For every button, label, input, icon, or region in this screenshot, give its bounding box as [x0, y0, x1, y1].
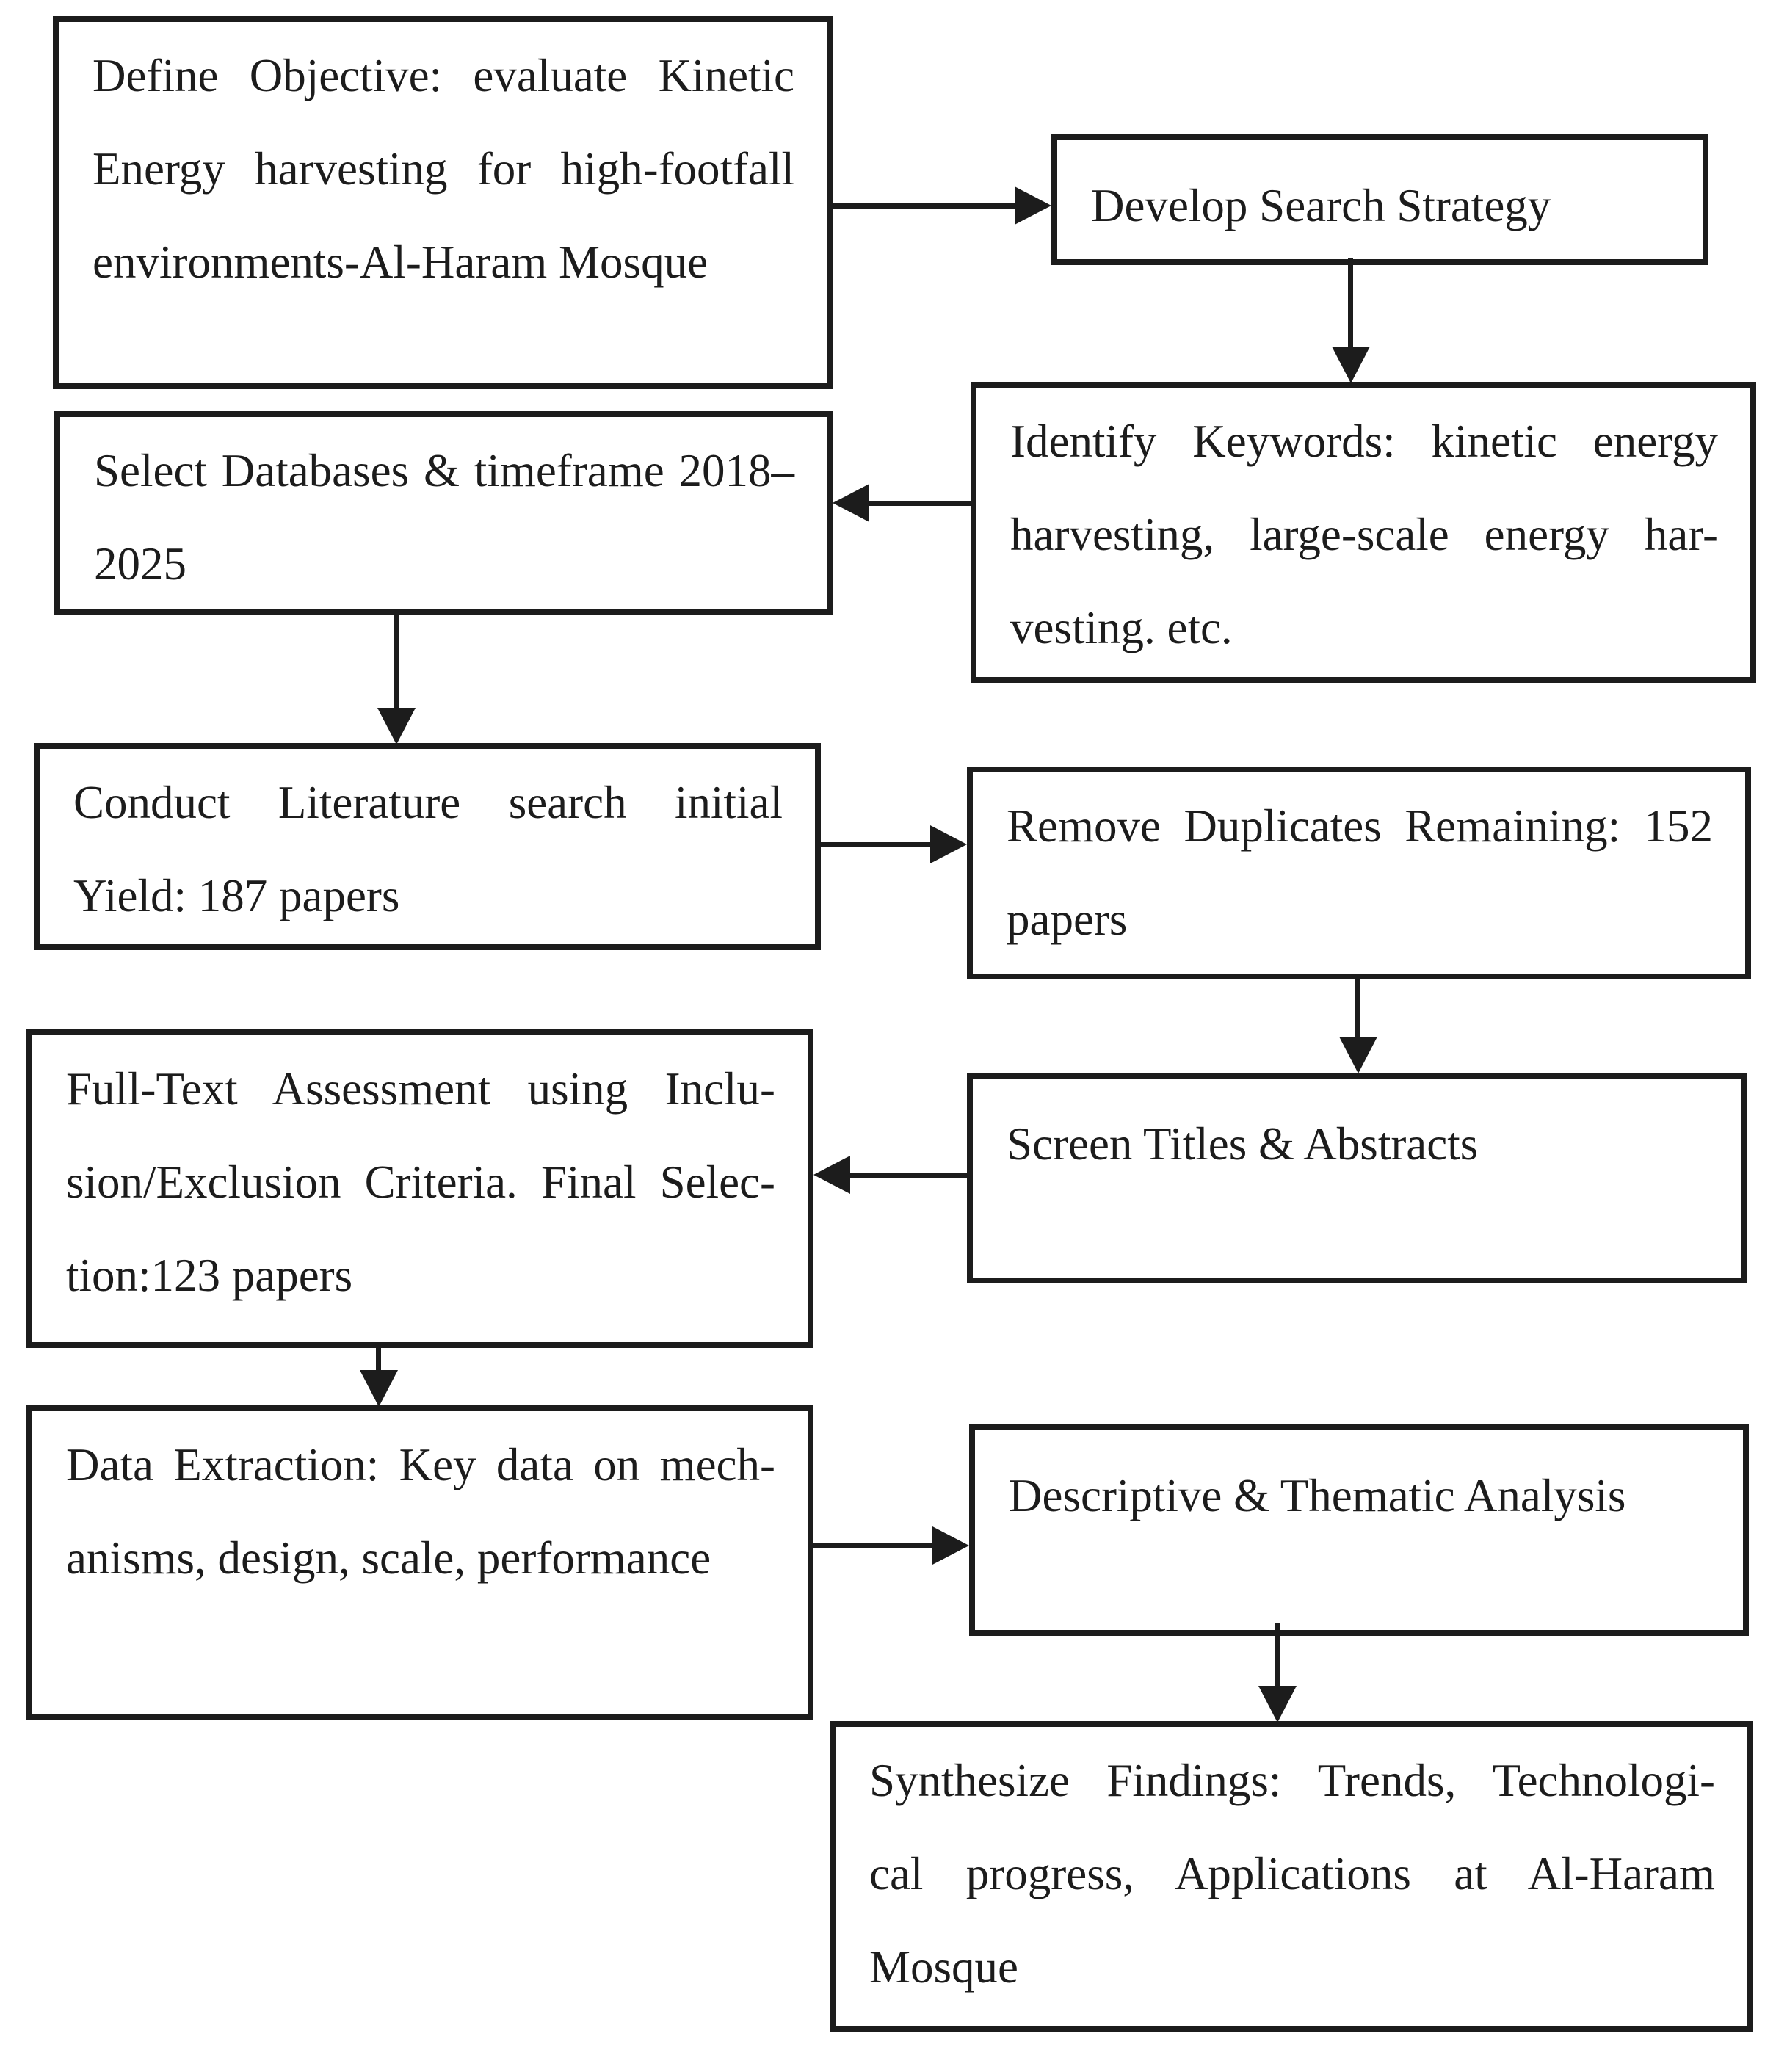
arrow-head-right-icon: [932, 1526, 969, 1565]
box-line: sion/Exclusion Criteria. Final Selec-: [66, 1156, 775, 1208]
arrow-head-down-icon: [377, 708, 416, 745]
flow-box-develop-search-strategy: Develop Search Strategy: [1051, 134, 1708, 265]
box-line: harvesting, large-scale energy har-: [1010, 509, 1718, 560]
arrow-shaft: [1348, 258, 1353, 351]
arrow-head-right-icon: [930, 825, 967, 863]
arrow-head-down-icon: [360, 1370, 398, 1407]
arrow-shaft: [376, 1344, 381, 1374]
arrow-shaft: [868, 501, 971, 506]
flow-box-data-extraction: Data Extraction: Key data on mech- anism…: [26, 1405, 813, 1720]
box-line: Synthesize Findings: Trends, Technologi-: [869, 1755, 1715, 1806]
flow-box-full-text-assessment: Full-Text Assessment using Inclu- sion/E…: [26, 1029, 813, 1348]
arrow-head-down-icon: [1339, 1037, 1377, 1073]
arrow-shaft: [833, 203, 1018, 209]
flow-box-synthesize-findings: Synthesize Findings: Trends, Technologi-…: [830, 1721, 1753, 2032]
flow-box-screen-titles-abstracts: Screen Titles & Abstracts: [967, 1073, 1747, 1283]
box-line: Conduct Literature search initial: [73, 777, 783, 828]
flow-box-identify-keywords: Identify Keywords: kinetic energy harves…: [971, 382, 1756, 683]
box-line: papers: [1007, 894, 1128, 945]
arrow-shaft: [821, 842, 935, 847]
box-line: Yield: 187 papers: [73, 870, 400, 921]
flow-box-conduct-literature-search: Conduct Literature search initial Yield:…: [34, 743, 821, 950]
arrow-head-left-icon: [833, 484, 869, 522]
box-line: Energy harvesting for high-footfall: [93, 143, 794, 195]
box-line: Descriptive & Thematic Analysis: [1009, 1470, 1626, 1521]
box-line: cal progress, Applications at Al-Haram: [869, 1848, 1715, 1899]
flow-box-remove-duplicates: Remove Duplicates Remaining: 152 papers: [967, 767, 1751, 979]
box-line: Mosque: [869, 1941, 1018, 1993]
arrow-shaft: [394, 615, 399, 712]
box-line: Select Databases & timeframe 2018–: [94, 445, 794, 496]
arrow-head-right-icon: [1015, 186, 1051, 225]
arrow-head-down-icon: [1332, 347, 1370, 383]
arrow-shaft: [1355, 977, 1360, 1041]
box-line: anisms, design, scale, performance: [66, 1532, 711, 1584]
arrow-head-left-icon: [813, 1156, 850, 1194]
flow-box-define-objective: Define Objective: evaluate Kinetic Energ…: [53, 16, 833, 389]
box-line: Identify Keywords: kinetic energy: [1010, 416, 1718, 467]
arrow-shaft: [813, 1543, 937, 1548]
flow-box-descriptive-thematic-analysis: Descriptive & Thematic Analysis: [969, 1424, 1749, 1636]
box-line: Define Objective: evaluate Kinetic: [93, 50, 794, 101]
arrow-head-down-icon: [1258, 1686, 1297, 1723]
box-line: 2025: [94, 538, 186, 590]
box-line: Develop Search Strategy: [1091, 180, 1551, 231]
arrow-shaft: [850, 1173, 968, 1178]
box-line: Screen Titles & Abstracts: [1007, 1118, 1479, 1170]
box-line: environments-Al-Haram Mosque: [93, 236, 708, 288]
arrow-shaft: [1275, 1623, 1280, 1690]
box-line: Data Extraction: Key data on mech-: [66, 1439, 775, 1490]
box-line: Full-Text Assessment using Inclu-: [66, 1063, 775, 1115]
flow-box-select-databases: Select Databases & timeframe 2018– 2025: [54, 411, 833, 615]
box-line: Remove Duplicates Remaining: 152: [1007, 800, 1713, 852]
box-line: tion:123 papers: [66, 1250, 353, 1301]
box-line: vesting. etc.: [1010, 602, 1233, 653]
